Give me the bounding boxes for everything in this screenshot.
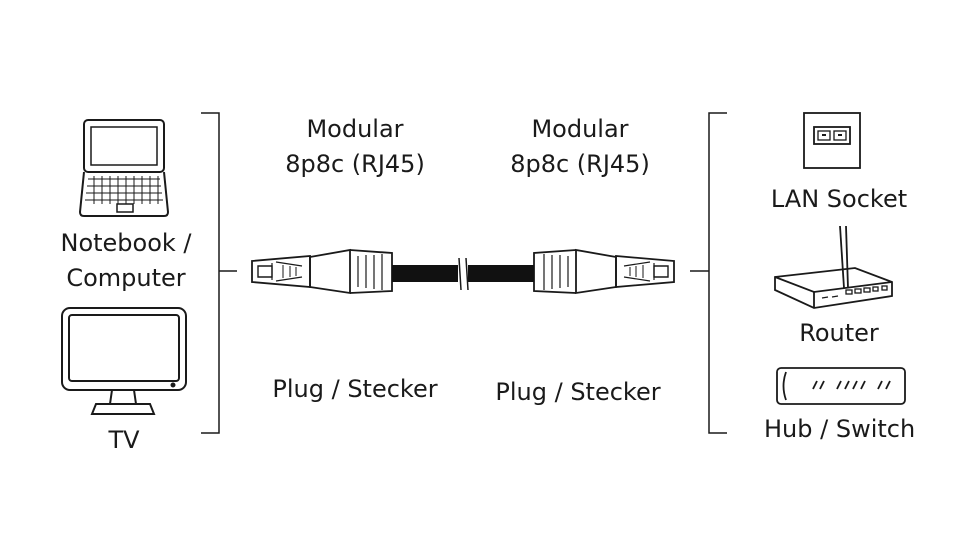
router-label: Router	[799, 319, 879, 347]
computer-label: Computer	[66, 264, 186, 292]
cable	[392, 257, 534, 291]
right-connector-title-line2: 8p8c (RJ45)	[510, 150, 650, 178]
left-bracket	[201, 112, 237, 434]
hub-switch-label: Hub / Switch	[764, 415, 916, 443]
rj45-plug-icon	[251, 248, 393, 295]
tv-label: TV	[108, 426, 140, 454]
right-connector-title-line1: Modular	[531, 115, 629, 143]
router-icon	[774, 225, 893, 309]
right-plug-label: Plug / Stecker	[495, 378, 661, 406]
lan-socket-icon	[803, 112, 861, 169]
left-connector-title-line1: Modular	[306, 115, 404, 143]
hub-switch-icon	[776, 367, 906, 405]
left-connector-title-line2: 8p8c (RJ45)	[285, 150, 425, 178]
notebook-label: Notebook /	[60, 229, 192, 257]
laptop-icon	[78, 119, 170, 217]
left-plug-label: Plug / Stecker	[272, 375, 438, 403]
tv-monitor-icon	[61, 307, 187, 415]
lan-socket-label: LAN Socket	[770, 185, 908, 213]
rj45-plug-icon	[533, 248, 675, 295]
right-bracket	[690, 112, 727, 434]
